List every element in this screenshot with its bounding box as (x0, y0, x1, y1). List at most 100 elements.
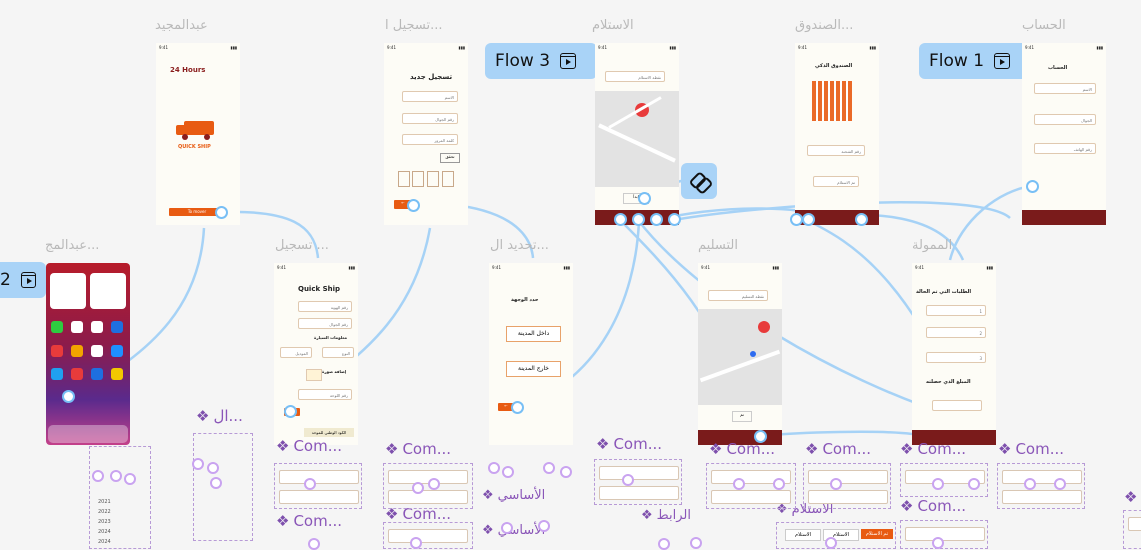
connection-handle[interactable] (1026, 180, 1039, 193)
otp-box-1[interactable] (398, 171, 410, 187)
connection-handle[interactable] (638, 192, 651, 205)
component-handle[interactable] (1054, 478, 1066, 490)
mail-icon[interactable] (51, 345, 63, 357)
otp-box-2[interactable] (412, 171, 424, 187)
connection-handle[interactable] (802, 213, 815, 226)
component-handle[interactable] (690, 537, 702, 549)
component-handle[interactable] (501, 522, 513, 534)
component-handle[interactable] (410, 537, 422, 549)
frame-smartbox[interactable]: 9:41▮▮▮ الصندوق الذكي رقم الشحنة تم الاس… (795, 43, 879, 225)
shortcuts-icon[interactable] (111, 321, 123, 333)
dropoff-field[interactable]: نقطة التسليم (708, 290, 768, 301)
messages-icon[interactable] (111, 345, 123, 357)
field-component[interactable] (594, 459, 682, 505)
facetime-icon[interactable] (51, 321, 63, 333)
component-handle[interactable] (538, 520, 550, 532)
connection-handle[interactable] (668, 213, 681, 226)
field-component[interactable] (383, 522, 473, 549)
component-handle[interactable] (412, 482, 424, 494)
plate-field[interactable]: رقم اللوحة (298, 389, 352, 400)
frame-register2[interactable]: 9:41▮▮▮ Quick Ship رقم الهوية رقم الجوال… (274, 263, 358, 445)
name-field[interactable]: الاسم (402, 91, 458, 102)
component-handle[interactable] (207, 462, 219, 474)
phone-field[interactable]: الجوال (1034, 114, 1096, 125)
component-label[interactable]: ❖Com... (805, 440, 872, 458)
component-label[interactable]: ❖ال... (196, 407, 243, 425)
component-label[interactable]: ❖الأساسي (482, 523, 546, 538)
component-handle[interactable] (210, 477, 222, 489)
map-view[interactable] (698, 309, 782, 405)
component-handle[interactable] (733, 478, 745, 490)
frame-register[interactable]: 9:41▮▮▮ تسجيل جديد الاسم رقم الجوال كلمة… (384, 43, 468, 225)
connection-handle[interactable] (632, 213, 645, 226)
component-label[interactable]: ❖Com... (900, 497, 967, 515)
component-label[interactable]: ❖Com... (998, 440, 1065, 458)
flow-1-button[interactable]: Flow 1 (919, 43, 1029, 79)
back-arrow-button[interactable]: ← (394, 200, 412, 209)
component-handle[interactable] (192, 458, 204, 470)
wallet-icon[interactable] (111, 368, 123, 380)
connection-handle[interactable] (855, 213, 868, 226)
order-row-1[interactable]: 1 (926, 305, 986, 316)
component-handle[interactable] (773, 478, 785, 490)
connection-handle[interactable] (754, 430, 767, 443)
component-handle[interactable] (560, 466, 572, 478)
flow-2-button[interactable]: 2 (0, 262, 46, 298)
frame-receive[interactable]: 9:41▮▮▮ نقطة الاستلام ابدأ (595, 43, 679, 225)
component-handle[interactable] (502, 466, 514, 478)
frame-splash[interactable]: 9:41▮▮▮ 24 Hours QUICK SHIP To mover (156, 43, 240, 225)
otp-box-4[interactable] (442, 171, 454, 187)
component-handle[interactable] (830, 478, 842, 490)
bottom-nav[interactable] (912, 430, 996, 445)
connection-handle[interactable] (511, 401, 524, 414)
component-handle[interactable] (932, 478, 944, 490)
connection-handle[interactable] (407, 199, 420, 212)
component-label[interactable]: ❖الأساسي (482, 488, 546, 503)
connection-handle[interactable] (215, 206, 228, 219)
component-handle[interactable] (428, 478, 440, 490)
field-component[interactable] (803, 463, 891, 509)
component-handle[interactable] (308, 538, 320, 550)
component-label[interactable]: ❖Com... (276, 512, 343, 530)
id-field[interactable]: رقم الهوية (298, 301, 352, 312)
otp-box-3[interactable] (427, 171, 439, 187)
field-component[interactable] (274, 463, 362, 509)
link-icon[interactable] (681, 163, 717, 199)
field-component[interactable] (900, 463, 988, 497)
component-handle[interactable] (932, 537, 944, 549)
order-row-3[interactable]: 3 (926, 352, 986, 363)
outside-city-button[interactable]: خارج المدينة (506, 361, 561, 377)
field-component[interactable] (706, 463, 796, 509)
password-field[interactable]: كلمة المرور (402, 134, 458, 145)
component-handle[interactable] (124, 473, 136, 485)
phone-field[interactable]: رقم الجوال (402, 113, 458, 124)
field-component[interactable] (900, 520, 988, 549)
field-component[interactable] (997, 463, 1085, 509)
component-handle[interactable] (110, 470, 122, 482)
mobile-field[interactable]: رقم الجوال (298, 318, 352, 329)
connection-handle[interactable] (650, 213, 663, 226)
field-component[interactable] (383, 463, 473, 509)
frame-funded[interactable]: 9:41▮▮▮ الطلبات التي تم الحالة 1 2 3 الم… (912, 263, 996, 445)
done-button[interactable]: تم (732, 411, 752, 422)
amount-field[interactable] (932, 400, 982, 411)
component-handle[interactable] (543, 462, 555, 474)
frame-home-screen[interactable] (46, 263, 130, 445)
component-handle[interactable] (1024, 478, 1036, 490)
connection-handle[interactable] (62, 390, 75, 403)
appstore-icon[interactable] (91, 368, 103, 380)
component-label[interactable]: ❖Com... (276, 437, 343, 455)
shipment-number-field[interactable]: رقم الشحنة (807, 145, 865, 156)
national-id-checkbox[interactable]: الكود الوطني للموحد (304, 428, 354, 437)
field-component[interactable] (1123, 510, 1141, 549)
connection-handle[interactable] (284, 405, 297, 418)
order-row-2[interactable]: 2 (926, 327, 986, 338)
frame-deliver[interactable]: 9:41▮▮▮ نقطة التسليم تم (698, 263, 782, 445)
calendar-icon[interactable] (71, 321, 83, 333)
mobile-field[interactable]: رقم الهاتف (1034, 143, 1096, 154)
upload-icon[interactable] (306, 369, 322, 381)
component-label[interactable]: ❖Com... (385, 505, 452, 523)
pickup-field[interactable]: نقطة الاستلام (605, 71, 665, 82)
component-label[interactable]: ❖الاستلام (776, 502, 834, 517)
component-handle[interactable] (488, 462, 500, 474)
